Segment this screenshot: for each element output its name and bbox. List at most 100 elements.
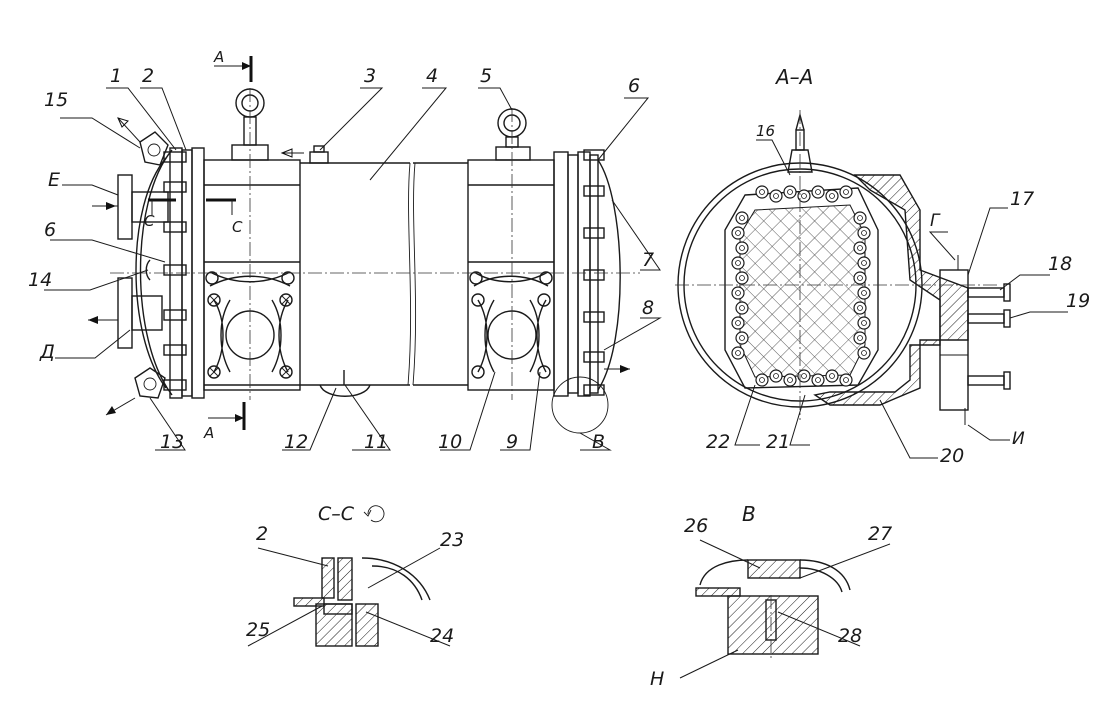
callout-26: 26 — [684, 515, 708, 537]
tube-circle — [839, 373, 853, 387]
callout-19: 19 — [1066, 290, 1090, 312]
tube-bore — [739, 275, 745, 281]
tube-bore — [801, 193, 807, 199]
tube-bore — [861, 260, 867, 266]
tube-circle — [731, 256, 745, 270]
left-spring-clips — [205, 271, 295, 379]
nozzle-d — [117, 277, 163, 349]
section-cc-view: С–С 2 23 25 24 — [246, 503, 464, 647]
callout-8: 8 — [642, 297, 654, 319]
tube-bore — [815, 377, 821, 383]
tube-circle — [731, 316, 745, 330]
callout-20: 20 — [940, 445, 964, 467]
tube-bore — [739, 305, 745, 311]
tube-circle — [783, 373, 797, 387]
tube-circle — [735, 271, 749, 285]
tube-bore — [857, 245, 863, 251]
tube-bore — [857, 305, 863, 311]
tube-bore — [815, 189, 821, 195]
callout-2-cc: 2 — [256, 523, 268, 545]
right-lifting-eye — [495, 108, 531, 161]
callout-23: 23 — [440, 529, 464, 551]
mesh-core — [739, 204, 866, 378]
tube-ring — [731, 185, 871, 387]
tube-bore — [739, 335, 745, 341]
section-c-right: С — [232, 218, 243, 236]
tube-circle — [853, 301, 867, 315]
tube-bore — [735, 230, 741, 236]
tube-circle — [769, 189, 783, 203]
tube-circle — [839, 185, 853, 199]
tube-circle — [811, 373, 825, 387]
tube-circle — [857, 256, 871, 270]
callout-10: 10 — [438, 431, 462, 453]
tube-circle — [857, 226, 871, 240]
callout-16: 16 — [756, 122, 775, 140]
right-cover — [597, 159, 621, 391]
housing-body — [813, 174, 969, 406]
tube-bore — [829, 193, 835, 199]
tube-circle — [853, 331, 867, 345]
section-a-top: А — [213, 48, 224, 66]
tube-circle — [731, 286, 745, 300]
callout-22: 22 — [706, 431, 730, 453]
main-view: 15 1 2 3 4 5 6 Е 6 14 7 Д 8 13 12 11 10 … — [28, 48, 662, 453]
callout-7: 7 — [642, 249, 654, 271]
tube-circle — [735, 331, 749, 345]
tube-circle — [735, 301, 749, 315]
left-support-frame — [203, 159, 301, 391]
letter-g: Г — [930, 211, 941, 231]
callout-5: 5 — [480, 65, 492, 87]
section-cc-title: С–С — [318, 503, 355, 525]
callout-4: 4 — [426, 65, 438, 87]
callout-11: 11 — [364, 431, 388, 453]
nozzle-e — [117, 174, 169, 240]
callout-18: 18 — [1048, 253, 1072, 275]
tube-circle — [825, 369, 839, 383]
callout-6-top: 6 — [628, 75, 640, 97]
tube-circle — [755, 185, 769, 199]
callout-13: 13 — [160, 431, 184, 453]
tube-circle — [857, 316, 871, 330]
tube-bore — [861, 320, 867, 326]
leader-lines — [44, 87, 662, 451]
tube-bore — [861, 350, 867, 356]
tube-bore — [857, 215, 863, 221]
callout-2: 2 — [142, 65, 154, 87]
tube-circle — [853, 271, 867, 285]
section-aa-view: А–А — [675, 65, 1090, 467]
aa-leader-lines — [734, 139, 1068, 459]
tube-bore — [759, 377, 765, 383]
bundle-shroud — [724, 187, 879, 389]
tube-bore — [843, 377, 849, 383]
right-flange — [553, 149, 605, 397]
tube-circle — [853, 211, 867, 225]
left-cover — [139, 149, 173, 396]
section-a-bottom: А — [203, 424, 214, 442]
tube-bore — [735, 290, 741, 296]
fitting-15 — [139, 131, 169, 166]
callout-15: 15 — [44, 89, 68, 111]
tube-bore — [739, 215, 745, 221]
tube-circle — [783, 185, 797, 199]
tube-bore — [735, 320, 741, 326]
letter-d: Д — [39, 341, 55, 363]
callout-14: 14 — [28, 269, 52, 291]
tube-bore — [861, 290, 867, 296]
tube-circle — [853, 241, 867, 255]
callout-9: 9 — [506, 431, 518, 453]
detail-b-marker — [551, 376, 609, 434]
detail-b-view: В 26 27 Н 28 — [650, 502, 892, 690]
tube-bore — [801, 373, 807, 379]
callout-24: 24 — [430, 625, 454, 647]
letter-i: И — [1012, 429, 1025, 449]
tube-circle — [735, 211, 749, 225]
letter-b: В — [592, 431, 605, 453]
flow-arrows — [88, 117, 630, 416]
shell-body — [300, 145, 468, 397]
callout-21: 21 — [766, 431, 790, 453]
tube-circle — [735, 241, 749, 255]
tube-bore — [843, 189, 849, 195]
tube-circle — [755, 373, 769, 387]
